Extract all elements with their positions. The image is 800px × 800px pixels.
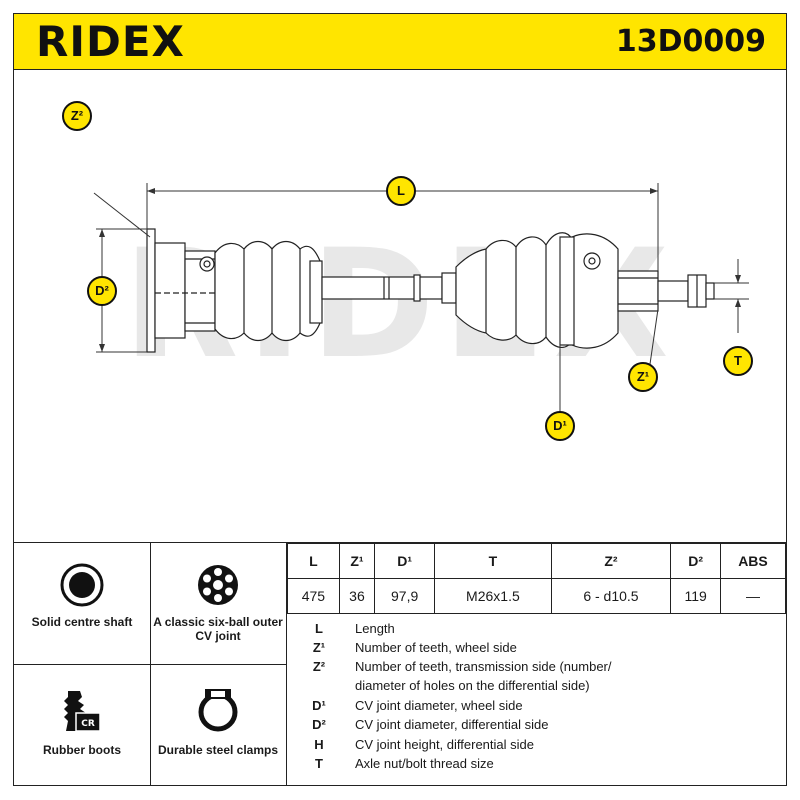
legend-symbol: Z¹: [312, 640, 326, 655]
spec-table: L Z¹ D¹ T Z² D² ABS 475 36 97,9 M26x1.5 …: [287, 543, 787, 614]
part-number: 13D0009: [615, 24, 766, 59]
header-cell: T: [434, 543, 552, 579]
divider: [14, 664, 286, 665]
header-cell: D¹: [374, 543, 436, 579]
spec-table-row: 475 36 97,9 M26x1.5 6 - d10.5 119 —: [287, 578, 787, 614]
header-cell: Z²: [550, 543, 672, 579]
value-cell: 6 - d10.5: [550, 578, 672, 614]
steel-clamp-icon: [198, 689, 238, 732]
feature-label: Rubber boots: [43, 743, 121, 757]
feature-six-ball-cv: A classic six-ball outer CV joint: [150, 563, 286, 643]
shaft-assembly: [146, 228, 715, 353]
legend-text: diameter of holes on the differential si…: [355, 678, 590, 693]
legend-symbol: T: [315, 756, 323, 771]
spec-section: Solid centre shaft A classic six-ball ou…: [14, 542, 787, 786]
six-ball-cv-joint-icon: [198, 565, 238, 605]
legend-symbol: H: [314, 737, 324, 752]
dimension-arrows: [99, 188, 741, 352]
header-cell: L: [287, 543, 340, 579]
value-cell: 36: [338, 578, 376, 614]
badge-d2: D²: [87, 276, 117, 306]
badge-d1: D¹: [545, 411, 575, 441]
value-cell: 97,9: [374, 578, 436, 614]
badge-t: T: [723, 346, 753, 376]
header-cell: ABS: [719, 543, 787, 579]
legend-text: Axle nut/bolt thread size: [355, 756, 494, 771]
legend-symbol: D¹: [312, 698, 326, 713]
value-cell: 119: [670, 578, 721, 614]
feature-steel-clamps: Durable steel clamps: [150, 685, 286, 757]
legend-text: CV joint diameter, differential side: [355, 717, 549, 732]
feature-label: Durable steel clamps: [157, 743, 279, 757]
spec-table-header: L Z¹ D¹ T Z² D² ABS: [287, 543, 787, 579]
legend-symbol: Z²: [312, 659, 326, 674]
header-bar: RIDEX 13D0009: [13, 13, 787, 70]
legend-symbol: L: [315, 621, 323, 636]
legend-symbol: D²: [312, 717, 326, 732]
value-cell: 475: [287, 578, 340, 614]
legend-text: Length: [355, 621, 395, 636]
cr-text: CR: [81, 719, 95, 729]
legend-text: Number of teeth, wheel side: [355, 640, 517, 655]
header-cell: Z¹: [338, 543, 376, 579]
legend-text: CV joint height, differential side: [355, 737, 534, 752]
feature-rubber-boots: CR Rubber boots: [14, 685, 150, 757]
badge-z2: Z²: [62, 101, 92, 131]
rubber-boot-cr-icon: CR: [64, 691, 101, 732]
feature-solid-shaft: Solid centre shaft: [14, 563, 150, 629]
badge-l: L: [386, 176, 416, 206]
solid-shaft-icon: [60, 563, 104, 607]
feature-label: Solid centre shaft: [31, 615, 133, 629]
badge-z1: Z¹: [628, 362, 658, 392]
drive-shaft-drawing: RIDEX: [93, 183, 749, 411]
content-frame: [13, 70, 787, 786]
legend-text: CV joint diameter, wheel side: [355, 698, 523, 713]
feature-label: A classic six-ball outer CV joint: [153, 615, 283, 643]
legend-text: Number of teeth, transmission side (numb…: [355, 659, 612, 674]
header-cell: D²: [670, 543, 721, 579]
divider: [286, 543, 287, 786]
brand-logo: RIDEX: [36, 17, 185, 66]
value-cell: —: [719, 578, 787, 614]
value-cell: M26x1.5: [434, 578, 552, 614]
